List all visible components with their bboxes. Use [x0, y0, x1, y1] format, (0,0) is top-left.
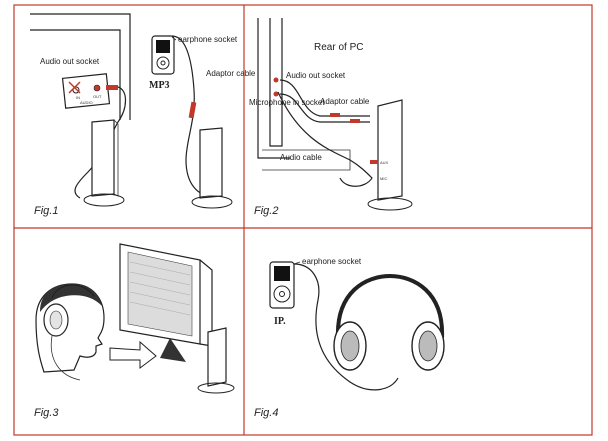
mp3-screen [156, 40, 170, 53]
fig-label-1: Fig.1 [34, 205, 58, 217]
screen-shading [129, 261, 191, 316]
tower-tag-mic: MIC [380, 176, 387, 181]
ip-center-button [279, 291, 285, 297]
pc-rear-panel [269, 18, 283, 147]
label-earphone-socket: earphone socket [178, 35, 238, 44]
transmitter-base-2 [191, 195, 233, 209]
transmitter-tower-2 [199, 127, 223, 199]
label-adaptor-2: Adaptor cable [320, 97, 370, 106]
panel-fig-3: Fig.3 [34, 243, 235, 419]
label-mic-in-socket: Microphone in socket [249, 98, 325, 107]
jack-label-out: OUT [93, 94, 102, 99]
pc-side-inner [30, 29, 121, 120]
adaptor-plug [188, 101, 197, 119]
earcup-inner [49, 310, 63, 330]
label-audio-cable: Audio cable [280, 153, 322, 162]
pc-rear-edge [257, 18, 290, 159]
transmitter-tower-3 [377, 99, 403, 201]
label-adaptor: Adaptor cable [206, 69, 256, 78]
transmitter-base [83, 193, 125, 207]
transmitter-base-4 [197, 382, 235, 394]
tower-aux-plug [370, 160, 378, 164]
headband-icon [51, 284, 95, 299]
label-audio-out-socket: Audio out socket [40, 57, 100, 66]
panel-fig-4: IP. earphone socket Fig.4 [254, 257, 445, 419]
panel-fig-1: IN OUT AUDIO Audio out socket MP3 earpho… [30, 13, 256, 217]
jack-label-audio: AUDIO [80, 100, 93, 105]
out-jack-hole [93, 84, 101, 92]
tower-tag-aux: AUX [380, 160, 389, 165]
label-ip: IP. [274, 316, 286, 327]
monitor-stand [160, 338, 186, 362]
label-mp3: MP3 [149, 80, 170, 91]
transmitter-tower [91, 119, 115, 197]
label-audio-out-socket-2: Audio out socket [286, 71, 346, 80]
fig-label-3: Fig.3 [34, 407, 59, 419]
transmitter-base-3 [367, 197, 413, 211]
monitor-screen [127, 251, 193, 337]
adaptor-plug-b [350, 119, 360, 123]
adaptor-plug-a [330, 113, 340, 117]
monitor-side [199, 259, 213, 347]
jack-label-in: IN [76, 95, 80, 100]
headphones-band-icon [335, 273, 445, 339]
label-rear-of-pc: Rear of PC [314, 42, 363, 53]
adaptor-cable-3 [279, 93, 370, 123]
headphones-band-inner [343, 283, 437, 339]
cross-mark-icon [68, 81, 81, 94]
pc-side-outline [30, 13, 131, 120]
label-earphone-socket-2: earphone socket [302, 257, 362, 266]
audio-out-jack [273, 77, 279, 83]
mic-in-jack [273, 91, 279, 97]
left-earcup-pad [340, 330, 360, 362]
adaptor-cable-2 [279, 79, 370, 117]
panel-fig-2: Rear of PC Audio out socket Microphone i… [249, 18, 413, 217]
mp3-center-button [160, 60, 166, 66]
headphone-cord [50, 335, 81, 381]
headphone-cable [293, 263, 399, 391]
transmitter-tower-4 [207, 327, 227, 387]
ip-screen [274, 266, 290, 281]
audio-cable-2 [277, 91, 373, 187]
fig-label-2: Fig.2 [254, 205, 278, 217]
fig-label-4: Fig.4 [254, 407, 278, 419]
right-earcup-pad [418, 330, 438, 362]
arrow-icon [109, 340, 157, 369]
person-hair [40, 284, 102, 312]
adaptor-cable [171, 35, 213, 197]
outer-frame [13, 4, 593, 436]
audio-plug [106, 85, 118, 90]
earphone-pointer [171, 36, 177, 41]
